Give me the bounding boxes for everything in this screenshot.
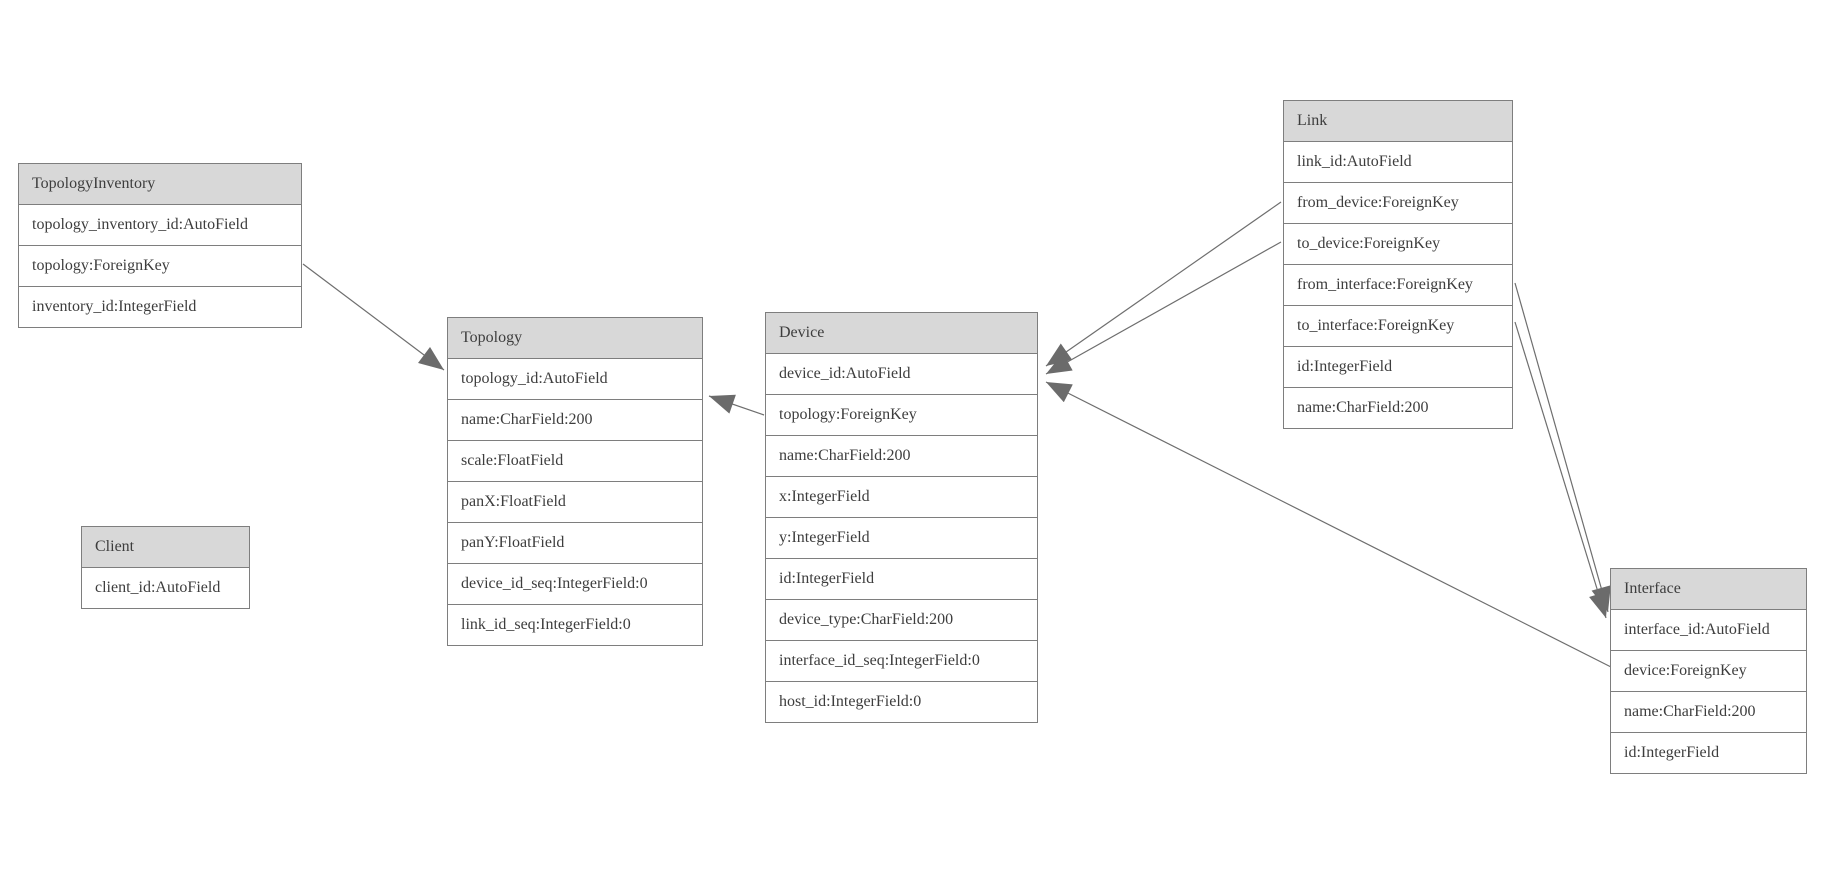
field-row-device-fk: device:ForeignKey — [1611, 651, 1806, 692]
entity-table-client: Client client_id:AutoField — [81, 526, 250, 609]
entity-table-device: Device device_id:AutoField topology:Fore… — [765, 312, 1038, 723]
entity-title-topologyinventory: TopologyInventory — [19, 164, 301, 205]
field-row-device_type: device_type:CharField:200 — [766, 600, 1037, 641]
field-row-link_id_seq: link_id_seq:IntegerField:0 — [448, 605, 702, 645]
field-row-client_id: client_id:AutoField — [82, 568, 249, 608]
entity-title-client: Client — [82, 527, 249, 568]
field-row-device_id: device_id:AutoField — [766, 354, 1037, 395]
field-row-name: name:CharField:200 — [1611, 692, 1806, 733]
relation-line-interface-device — [1045, 381, 1612, 668]
field-row-device_id_seq: device_id_seq:IntegerField:0 — [448, 564, 702, 605]
entity-title-topology: Topology — [448, 318, 702, 359]
entity-title-device: Device — [766, 313, 1037, 354]
field-row-link_id: link_id:AutoField — [1284, 142, 1512, 183]
relation-line-device-topology — [708, 394, 765, 416]
field-row-interface_id: interface_id:AutoField — [1611, 610, 1806, 651]
field-row-panx: panX:FloatField — [448, 482, 702, 523]
entity-table-topology: Topology topology_id:AutoField name:Char… — [447, 317, 703, 646]
field-row-id: id:IntegerField — [766, 559, 1037, 600]
relation-line-link-fromdevice-device — [1045, 201, 1282, 367]
field-row-topology_id: topology_id:AutoField — [448, 359, 702, 400]
field-row-x: x:IntegerField — [766, 477, 1037, 518]
entity-title-link: Link — [1284, 101, 1512, 142]
field-row-host_id: host_id:IntegerField:0 — [766, 682, 1037, 722]
field-row-topology_inventory_id: topology_inventory_id:AutoField — [19, 205, 301, 246]
field-row-from_interface: from_interface:ForeignKey — [1284, 265, 1512, 306]
field-row-id: id:IntegerField — [1284, 347, 1512, 388]
field-row-from_device: from_device:ForeignKey — [1284, 183, 1512, 224]
relation-line-link-tointerface-interface — [1514, 321, 1609, 619]
field-row-to_device: to_device:ForeignKey — [1284, 224, 1512, 265]
field-row-topology-fk: topology:ForeignKey — [766, 395, 1037, 436]
relation-line-link-frominterface-interface — [1514, 282, 1611, 613]
entity-title-interface: Interface — [1611, 569, 1806, 610]
field-row-y: y:IntegerField — [766, 518, 1037, 559]
field-row-name: name:CharField:200 — [448, 400, 702, 441]
entity-table-interface: Interface interface_id:AutoField device:… — [1610, 568, 1807, 774]
relation-line-link-todevice-device — [1045, 241, 1282, 375]
entity-table-link: Link link_id:AutoField from_device:Forei… — [1283, 100, 1513, 429]
field-row-name: name:CharField:200 — [766, 436, 1037, 477]
field-row-inventory_id: inventory_id:IntegerField — [19, 287, 301, 327]
field-row-name: name:CharField:200 — [1284, 388, 1512, 428]
relation-line-topologyinventory-topology — [302, 263, 445, 371]
entity-table-topologyinventory: TopologyInventory topology_inventory_id:… — [18, 163, 302, 328]
field-row-pany: panY:FloatField — [448, 523, 702, 564]
field-row-to_interface: to_interface:ForeignKey — [1284, 306, 1512, 347]
field-row-topology-fk: topology:ForeignKey — [19, 246, 301, 287]
field-row-scale: scale:FloatField — [448, 441, 702, 482]
field-row-id: id:IntegerField — [1611, 733, 1806, 773]
field-row-interface_id_seq: interface_id_seq:IntegerField:0 — [766, 641, 1037, 682]
